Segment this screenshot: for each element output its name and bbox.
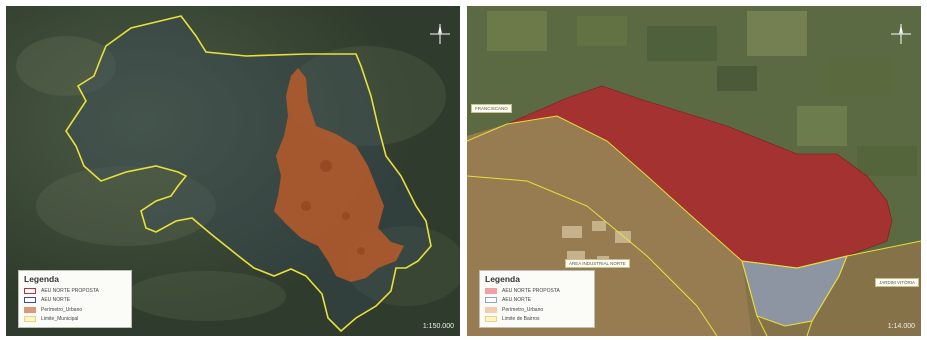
urban-area <box>274 68 404 282</box>
district-label-franciscano: FRANCISCANO <box>471 104 512 113</box>
right-map-panel: FRANCISCANO ÁREA INDUSTRIAL NORTE JARDIM… <box>467 6 921 336</box>
left-map-panel: Legenda AEU NORTE PROPOSTA AEU NORTE Per… <box>6 6 460 336</box>
legend-item: AEU NORTE PROPOSTA <box>24 286 126 296</box>
legend-label: Perímetro_Urbano <box>502 306 544 313</box>
left-satellite-map <box>6 6 460 336</box>
legend-label: AEU NORTE PROPOSTA <box>41 287 99 294</box>
legend-swatch-aeu <box>24 297 36 304</box>
legend-swatch-aeu <box>485 297 497 304</box>
scale-label: 1:14.000 <box>887 323 915 330</box>
legend-swatch-proposal <box>485 287 497 294</box>
district-label-industrial: ÁREA INDUSTRIAL NORTE <box>565 259 630 268</box>
north-arrow-icon <box>891 24 911 44</box>
legend-swatch-limit <box>24 316 36 323</box>
district-label-vitoria: JARDIM VITÓRIA <box>875 278 920 287</box>
scale-label: 1:150.000 <box>422 323 454 330</box>
legend-item: AEU NORTE <box>485 296 589 306</box>
legend-label: Limite de Bairros <box>502 316 540 323</box>
legend-item: Perímetro_Urbano <box>485 305 589 315</box>
legend-item: Perímetro_Urbano <box>24 305 126 315</box>
legend-item: AEU NORTE <box>24 296 126 306</box>
legend-item: AEU NORTE PROPOSTA <box>485 286 589 296</box>
legend-item: Limite de Bairros <box>485 315 589 325</box>
north-arrow-icon <box>430 24 450 44</box>
legend-swatch-urban <box>485 306 497 313</box>
legend-label: AEU NORTE <box>502 297 532 304</box>
legend-swatch-urban <box>24 306 36 313</box>
legend-label: Limite_Municipal <box>41 316 79 323</box>
legend-swatch-limit <box>485 316 497 323</box>
legend-label: AEU NORTE <box>41 297 71 304</box>
left-legend: Legenda AEU NORTE PROPOSTA AEU NORTE Per… <box>18 270 132 328</box>
right-satellite-map <box>467 6 921 336</box>
legend-title: Legenda <box>485 274 520 284</box>
legend-item: Limite_Municipal <box>24 315 126 325</box>
legend-title: Legenda <box>24 274 59 284</box>
legend-label: Perímetro_Urbano <box>41 306 83 313</box>
legend-label: AEU NORTE PROPOSTA <box>502 287 560 294</box>
legend-swatch-proposal <box>24 287 36 294</box>
right-legend: Legenda AEU NORTE PROPOSTA AEU NORTE Per… <box>479 270 595 328</box>
